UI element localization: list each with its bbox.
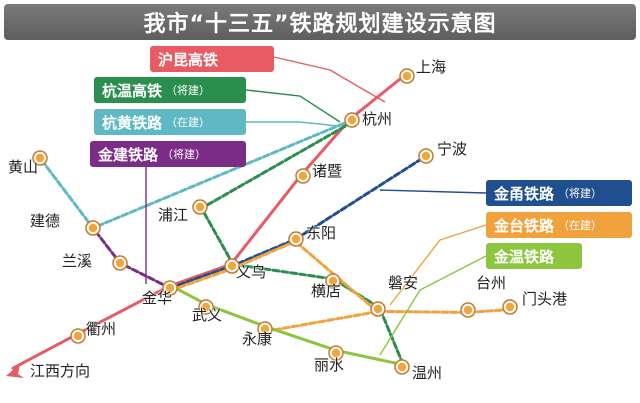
leader-line-hanghuang	[246, 121, 339, 127]
station-marker-yiwu	[224, 258, 240, 274]
legend-item-hangwen: 杭温高铁将建	[94, 77, 246, 103]
station-marker-huangshan	[32, 150, 48, 166]
station-markers	[32, 68, 518, 375]
legend-line-name: 杭黄铁路	[102, 113, 163, 132]
leader-line-hukun	[273, 56, 386, 103]
station-marker-jiande	[85, 220, 101, 236]
city-label-taizhou: 台州	[476, 274, 507, 292]
legend-item-jintai: 金台铁路在建	[486, 212, 632, 238]
station-marker-quzhou	[70, 328, 86, 344]
legend-line-name: 沪昆高铁	[158, 50, 219, 69]
city-label-yiwu: 义乌	[236, 263, 267, 281]
legend-item-jinjian: 金建铁路将建	[90, 141, 246, 167]
city-label-jinhua: 金华	[142, 289, 173, 307]
city-label-dongyang: 东阳	[306, 224, 337, 242]
city-label-lishui: 丽水	[314, 356, 345, 374]
legend-line-status: 将建	[166, 82, 210, 98]
city-label-hangzhou: 杭州	[362, 110, 393, 128]
station-marker-taizhou	[460, 302, 476, 318]
legend-item-jinyong: 金甬铁路将建	[486, 180, 632, 206]
city-label-jiangxi: 江西方向	[30, 362, 91, 380]
city-label-wenzhou: 温州	[412, 364, 443, 382]
page-title: 我市“十三五”铁路规划建设示意图	[4, 4, 636, 40]
station-marker-lanxi	[112, 255, 128, 271]
city-label-zhuji: 诸暨	[312, 162, 343, 180]
city-label-quzhou: 衢州	[86, 320, 117, 338]
city-label-panan: 磐安	[388, 274, 419, 292]
city-label-hengdian: 横店	[311, 282, 342, 300]
station-marker-wenzhou	[394, 359, 410, 375]
legend-line-name: 杭温高铁	[102, 81, 163, 100]
city-label-mentougang: 门头港	[522, 290, 568, 308]
legend-item-jinwen: 金温铁路	[486, 243, 582, 269]
legend-item-hukun: 沪昆高铁	[150, 46, 274, 72]
legend-line-status: 将建	[162, 146, 206, 162]
city-label-pujiang: 浦江	[158, 206, 189, 224]
legend-leader-lines	[145, 56, 487, 356]
station-marker-pujiang	[192, 199, 208, 215]
legend-line-name: 金台铁路	[494, 216, 555, 235]
station-marker-mentougang	[502, 299, 518, 315]
station-marker-hengdian	[325, 273, 341, 289]
city-label-jiande: 建德	[30, 212, 61, 230]
city-label-lanxi: 兰溪	[62, 252, 93, 270]
leader-line-jinyong	[379, 189, 487, 194]
legend-line-status: 在建	[166, 114, 210, 130]
legend-line-name: 金温铁路	[494, 247, 555, 266]
station-marker-yongkang	[257, 321, 273, 337]
leader-line-jintai	[389, 224, 487, 306]
station-marker-hangzhou	[344, 112, 360, 128]
legend-line-status: 在建	[558, 217, 602, 233]
rail-line-jintai-branch	[263, 309, 380, 333]
city-label-shanghai: 上海	[416, 58, 447, 76]
city-label-yongkang: 永康	[242, 330, 273, 348]
city-label-huangshan: 黄山	[8, 158, 39, 176]
station-marker-wuyi	[198, 299, 214, 315]
city-label-wuyi: 武义	[192, 306, 223, 324]
rail-line-jinyong	[168, 154, 428, 290]
legend-line-status: 将建	[558, 185, 602, 201]
leader-line-jinwen	[379, 255, 487, 356]
legend-item-hanghuang: 杭黄铁路在建	[94, 109, 246, 135]
station-marker-jinhua	[162, 280, 178, 296]
station-marker-panan	[370, 301, 386, 317]
leader-line-hangwen	[245, 89, 341, 123]
station-marker-ningbo	[418, 148, 434, 164]
station-marker-shanghai	[399, 68, 415, 84]
station-marker-zhuji	[295, 168, 311, 184]
city-label-ningbo: 宁波	[437, 140, 468, 158]
station-marker-dongyang	[288, 231, 304, 247]
legend-line-name: 金甬铁路	[494, 184, 555, 203]
station-marker-lishui	[328, 345, 344, 361]
direction-arrow-jiangxi	[6, 364, 24, 378]
legend-line-name: 金建铁路	[98, 145, 159, 164]
rail-line-hangwen	[200, 120, 406, 368]
